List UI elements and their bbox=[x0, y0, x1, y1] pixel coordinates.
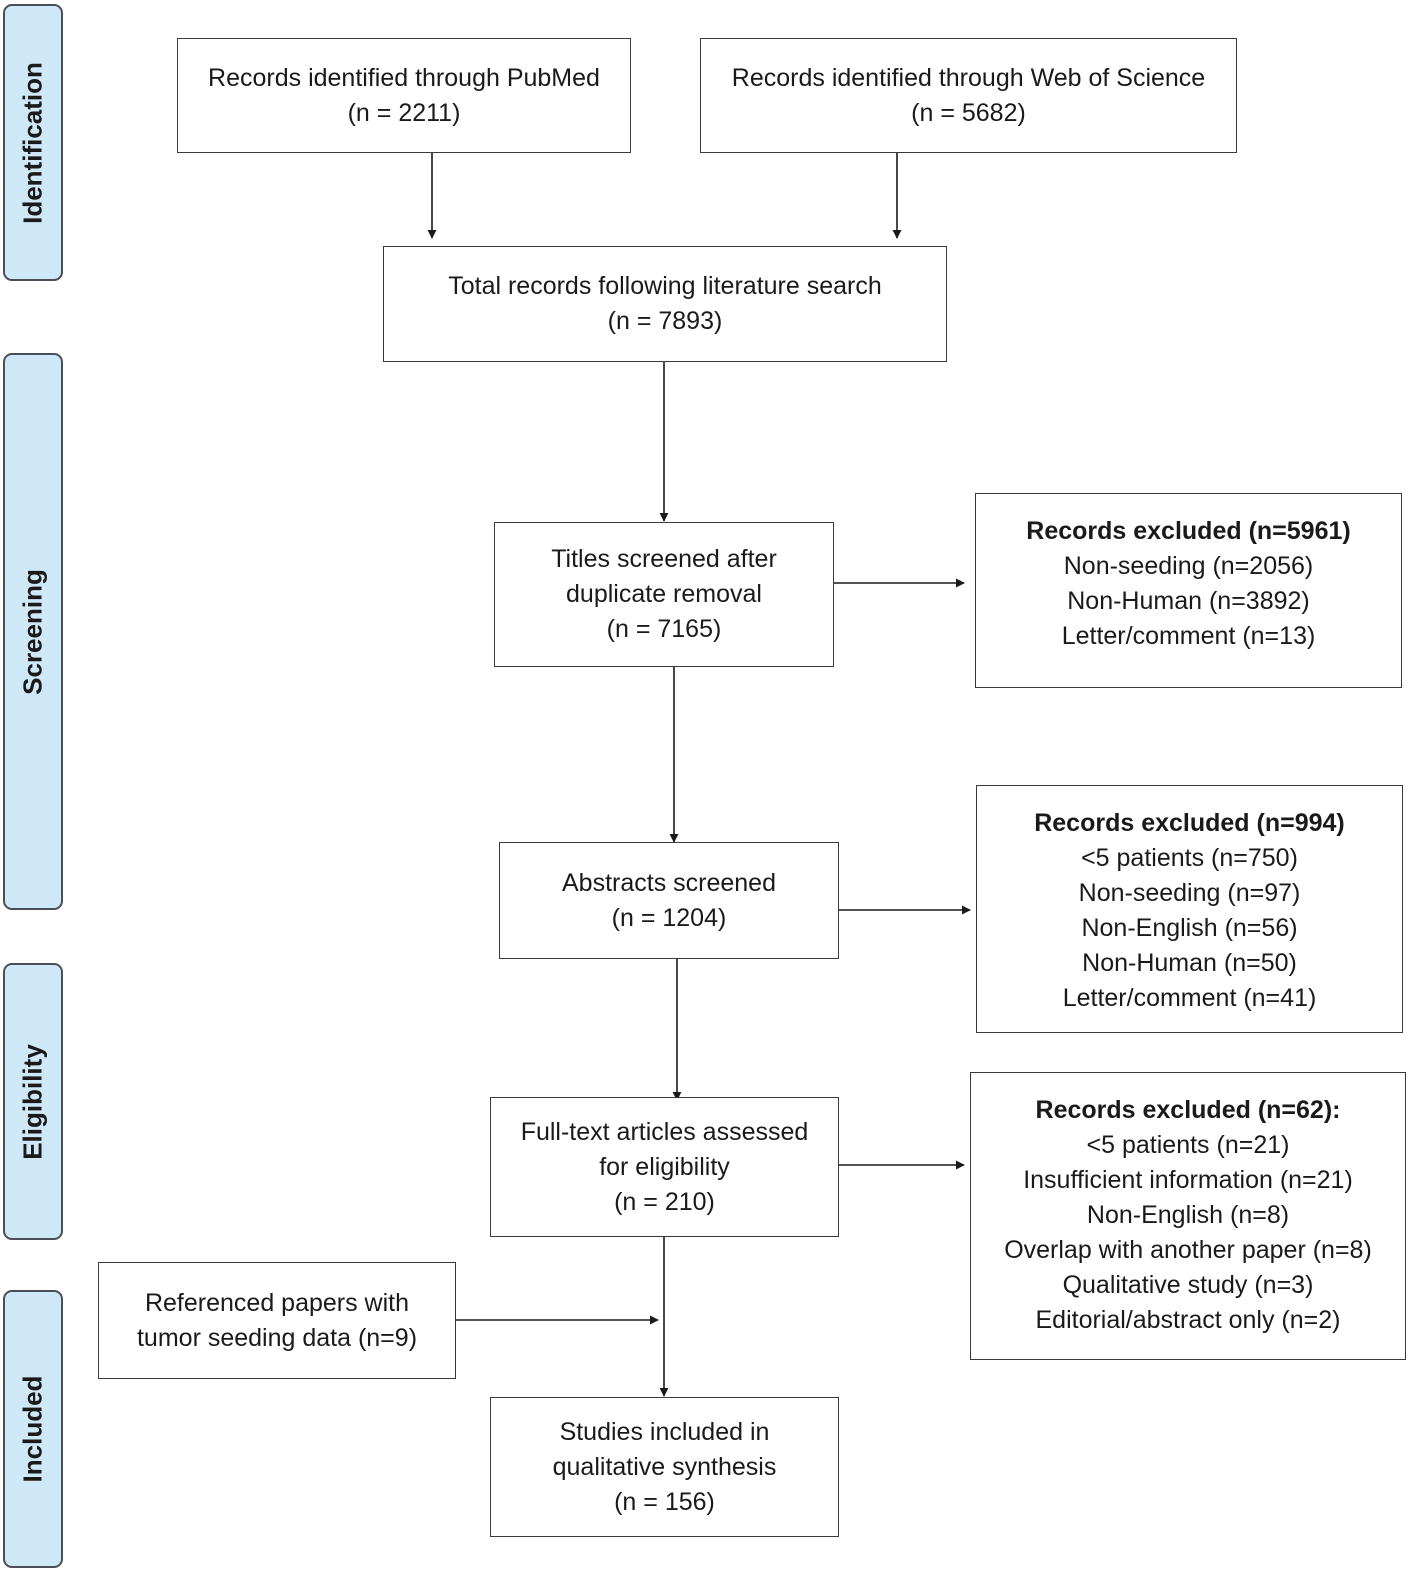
total-records-count: (n = 7893) bbox=[607, 307, 723, 335]
fulltext-exclusion-item: Overlap with another paper (n=8) bbox=[1004, 1236, 1372, 1264]
studies-included-label-1: Studies included in bbox=[559, 1417, 770, 1446]
fulltext-assessed-label-2: for eligibility bbox=[599, 1152, 730, 1181]
studies-included-count: (n = 156) bbox=[614, 1487, 715, 1516]
pubmed-records-box: Records identified through PubMed (n = 2… bbox=[177, 38, 631, 153]
stage-eligibility-tab: Eligibility bbox=[3, 963, 63, 1240]
fulltext-exclusion-item: Non-English (n=8) bbox=[1086, 1201, 1290, 1229]
abstracts-exclusion-item: Non-Human (n=50) bbox=[1082, 949, 1297, 977]
fulltext-exclusion-item: Insufficient information (n=21) bbox=[1023, 1166, 1353, 1194]
wos-records-label: Records identified through Web of Scienc… bbox=[731, 63, 1206, 92]
pubmed-records-label: Records identified through PubMed bbox=[208, 63, 600, 92]
abstracts-exclusion-item: Non-seeding (n=97) bbox=[1078, 879, 1301, 907]
titles-screened-box: Titles screened after duplicate removal … bbox=[494, 522, 834, 667]
fulltext-assessed-count: (n = 210) bbox=[614, 1187, 715, 1216]
referenced-papers-box: Referenced papers with tumor seeding dat… bbox=[98, 1262, 456, 1379]
fulltext-exclusion-item: Editorial/abstract only (n=2) bbox=[1035, 1306, 1341, 1334]
wos-records-box: Records identified through Web of Scienc… bbox=[700, 38, 1237, 153]
titles-screened-label-1: Titles screened after bbox=[551, 545, 777, 573]
wos-records-count: (n = 5682) bbox=[911, 98, 1026, 127]
abstracts-screened-label: Abstracts screened bbox=[562, 868, 776, 897]
stage-included-tab: Included bbox=[3, 1290, 63, 1568]
abstracts-exclusion-item: Non-English (n=56) bbox=[1081, 914, 1298, 942]
abstracts-screened-count: (n = 1204) bbox=[611, 903, 727, 932]
titles-exclusion-item: Non-Human (n=3892) bbox=[1067, 587, 1310, 615]
titles-exclusion-heading: Records excluded (n=5961) bbox=[1026, 517, 1351, 545]
pubmed-records-count: (n = 2211) bbox=[347, 98, 461, 127]
titles-screened-label-2: duplicate removal bbox=[566, 580, 762, 608]
fulltext-assessed-box: Full-text articles assessed for eligibil… bbox=[490, 1097, 839, 1237]
abstracts-screened-box: Abstracts screened (n = 1204) bbox=[499, 842, 839, 959]
abstracts-exclusion-item: Letter/comment (n=41) bbox=[1062, 984, 1317, 1012]
studies-included-label-2: qualitative synthesis bbox=[552, 1452, 777, 1481]
abstracts-exclusion-heading: Records excluded (n=994) bbox=[1034, 809, 1345, 837]
titles-exclusion-item: Letter/comment (n=13) bbox=[1061, 622, 1316, 650]
titles-exclusion-box: Records excluded (n=5961) Non-seeding (n… bbox=[975, 493, 1402, 688]
studies-included-box: Studies included in qualitative synthesi… bbox=[490, 1397, 839, 1537]
referenced-papers-label-2: tumor seeding data (n=9) bbox=[136, 1323, 418, 1352]
fulltext-exclusion-item: <5 patients (n=21) bbox=[1086, 1131, 1290, 1159]
fulltext-assessed-label-1: Full-text articles assessed bbox=[520, 1117, 809, 1146]
stage-identification-tab: Identification bbox=[3, 4, 63, 281]
total-records-label: Total records following literature searc… bbox=[448, 272, 882, 300]
referenced-papers-label-1: Referenced papers with bbox=[144, 1288, 410, 1317]
abstracts-exclusion-box: Records excluded (n=994) <5 patients (n=… bbox=[976, 785, 1403, 1033]
fulltext-exclusion-box: Records excluded (n=62): <5 patients (n=… bbox=[970, 1072, 1406, 1360]
titles-screened-count: (n = 7165) bbox=[606, 615, 722, 643]
fulltext-exclusion-item: Qualitative study (n=3) bbox=[1062, 1271, 1314, 1299]
fulltext-exclusion-heading: Records excluded (n=62): bbox=[1035, 1096, 1341, 1124]
titles-exclusion-item: Non-seeding (n=2056) bbox=[1063, 552, 1314, 580]
abstracts-exclusion-item: <5 patients (n=750) bbox=[1081, 844, 1298, 872]
total-records-box: Total records following literature searc… bbox=[383, 246, 947, 362]
stage-screening-tab: Screening bbox=[3, 353, 63, 910]
